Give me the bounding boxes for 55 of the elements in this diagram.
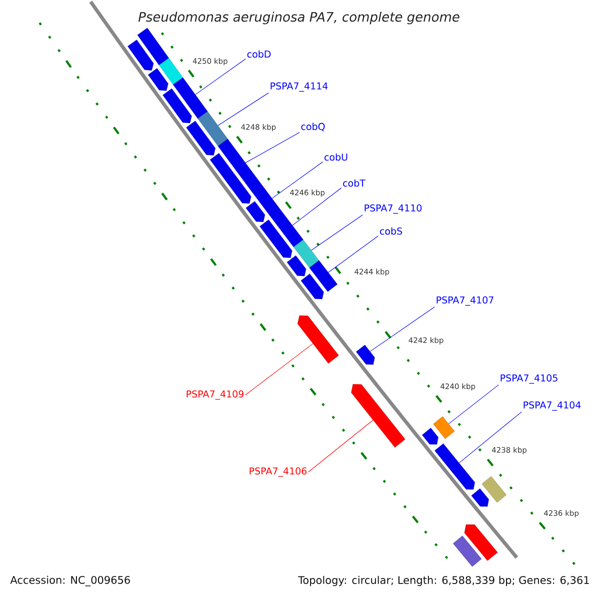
gene-box bbox=[482, 476, 507, 503]
gene-box bbox=[158, 58, 184, 85]
gene-label: cobU bbox=[324, 153, 348, 161]
leader-line bbox=[448, 384, 499, 424]
gene-label: cobD bbox=[247, 50, 271, 58]
leader-line bbox=[218, 92, 269, 126]
gene-label: PSPA7_4109 bbox=[186, 390, 244, 400]
gene-label: PSPA7_4114 bbox=[270, 82, 328, 92]
gene-box bbox=[309, 260, 338, 292]
leader-line bbox=[292, 188, 342, 226]
gene-block bbox=[148, 68, 168, 91]
gene-block bbox=[186, 120, 216, 156]
gene-block bbox=[356, 344, 375, 365]
gene-box bbox=[252, 185, 282, 218]
gene-box bbox=[433, 416, 455, 439]
gene-box bbox=[173, 77, 208, 119]
leader-line bbox=[458, 412, 522, 464]
gene-block bbox=[471, 488, 489, 507]
leader-line bbox=[311, 214, 363, 251]
gene-block bbox=[351, 384, 406, 448]
gene-block bbox=[128, 40, 154, 70]
gene-box bbox=[294, 240, 320, 268]
gene-block bbox=[464, 524, 498, 561]
leader-line bbox=[195, 58, 246, 95]
leader-line bbox=[272, 162, 324, 199]
gene-label: cobT bbox=[343, 179, 366, 187]
gene-label: PSPA7_4105 bbox=[500, 374, 558, 384]
gene-block bbox=[162, 88, 192, 124]
gene-label: PSPA7_4106 bbox=[250, 467, 307, 477]
gene-box bbox=[137, 28, 169, 66]
gene-block bbox=[300, 274, 324, 300]
gene-label: PSPA7_4107 bbox=[436, 296, 494, 306]
gene-box bbox=[198, 111, 228, 146]
gene-block bbox=[286, 255, 306, 276]
leader-line bbox=[328, 236, 379, 273]
footer-text: Accession: NC_009656 bbox=[10, 576, 130, 586]
gene-box bbox=[218, 138, 262, 193]
gene-block bbox=[260, 220, 292, 258]
footer-text: Topology: circular; Length: 6,588,339 bp; Genes: 6,361 bbox=[298, 576, 589, 586]
gene-block bbox=[434, 444, 475, 490]
gene-box bbox=[272, 210, 304, 248]
leader-line bbox=[370, 306, 435, 352]
gene-box bbox=[452, 536, 482, 567]
gene-label: PSPA7_4110 bbox=[364, 204, 422, 214]
gene-label: cobQ bbox=[301, 122, 325, 132]
gene-label: PSPA7_4104 bbox=[524, 401, 581, 411]
gene-block bbox=[246, 201, 266, 222]
gene-block bbox=[298, 315, 339, 364]
gene-block bbox=[210, 153, 252, 204]
leader-line bbox=[245, 343, 314, 396]
title: Pseudomonas aeruginosa PA7, complete genome bbox=[138, 12, 460, 24]
leader-line bbox=[245, 132, 300, 164]
gene-block bbox=[422, 428, 438, 444]
leader-line bbox=[308, 420, 374, 472]
gene-label: cobS bbox=[380, 227, 402, 235]
